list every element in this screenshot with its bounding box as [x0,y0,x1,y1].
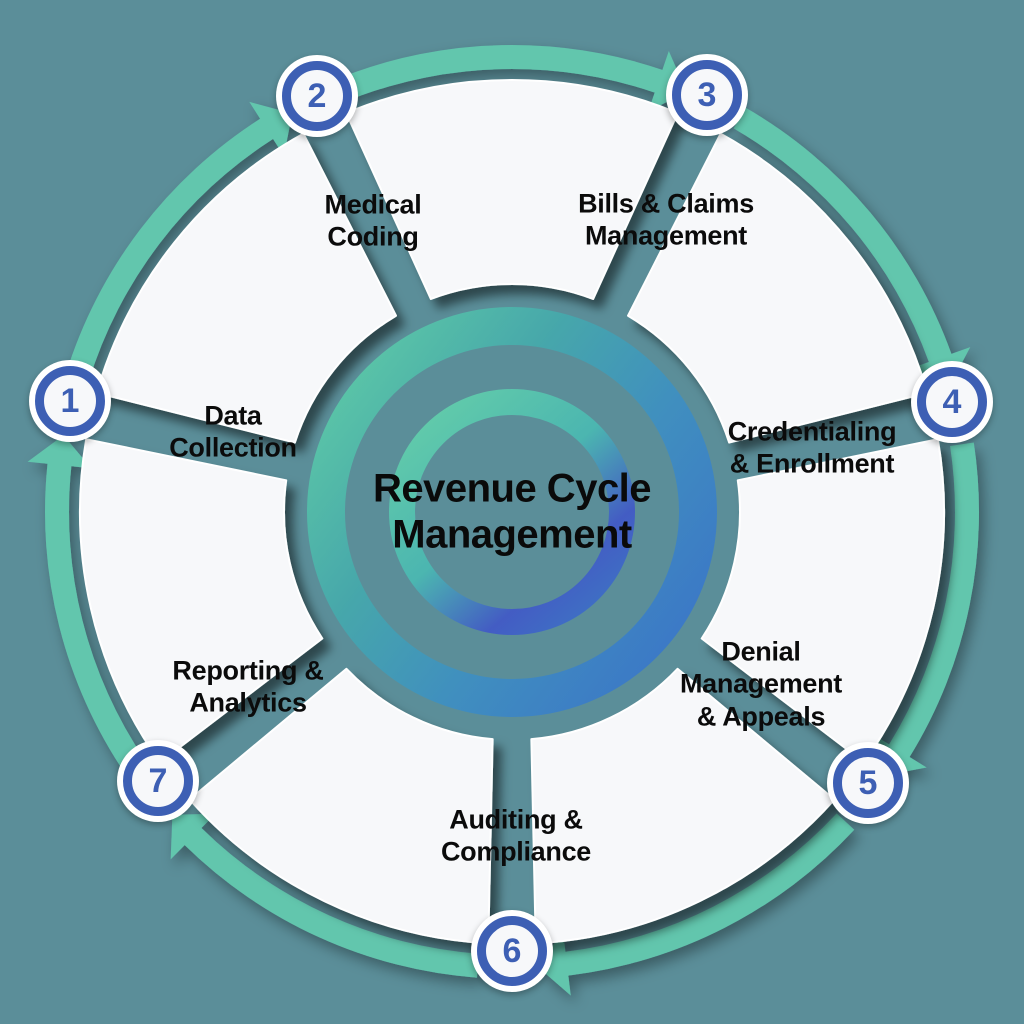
cycle-arrow [65,101,293,382]
cycle-arrow [872,442,980,776]
badge-ring-6 [477,916,547,986]
step-badge-2[interactable]: 2 [276,55,358,137]
segment-shape[interactable] [188,667,494,945]
badge-ring-1 [35,366,105,436]
segment-shape[interactable] [530,667,836,945]
step-badge-7[interactable]: 7 [117,740,199,822]
segment-shape[interactable] [627,132,929,444]
badge-ring-7 [123,746,193,816]
badge-number-4: 4 [942,383,962,421]
step-badge-1[interactable]: 1 [29,360,111,442]
cycle-arrow [170,813,479,978]
segment-shape[interactable] [79,438,324,764]
cycle-arrow [733,107,971,387]
badge-ring-3 [672,60,742,130]
badge-number-5: 5 [858,764,878,802]
cycle-arrow [537,813,855,996]
badge-number-7: 7 [148,762,168,800]
step-badge-3[interactable]: 3 [666,54,748,136]
cycle-arrow [27,435,146,775]
segment-shape[interactable] [700,438,945,764]
badge-ring-5 [833,748,903,818]
cycle-arrow [341,45,687,112]
badge-ring-2 [282,61,352,131]
segment-shape[interactable] [95,132,397,444]
step-badge-6[interactable]: 6 [471,910,553,992]
badge-number-6: 6 [502,932,522,970]
badge-ring-4 [917,367,987,437]
badge-number-2: 2 [307,77,327,115]
step-badge-4[interactable]: 4 [911,361,993,443]
badge-number-3: 3 [697,76,717,114]
segment-shape[interactable] [345,79,679,300]
badge-number-1: 1 [60,382,80,420]
step-badge-5[interactable]: 5 [827,742,909,824]
